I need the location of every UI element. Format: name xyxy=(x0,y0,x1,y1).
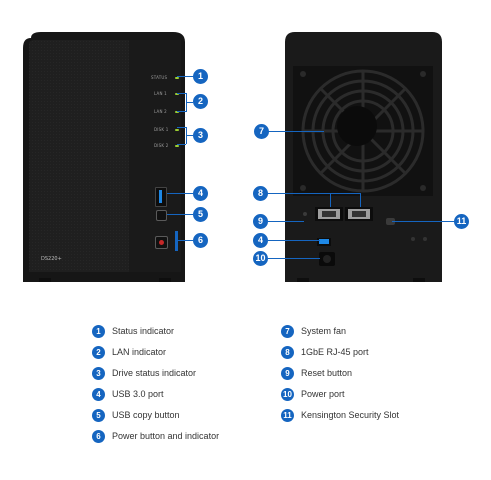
front-device: STATUS LAN 1 LAN 2 DISK 1 DISK 2 DS220+ xyxy=(23,32,185,282)
rear-device xyxy=(285,32,442,282)
rear-device-body xyxy=(285,32,442,282)
callout-badge-4-rear: 4 xyxy=(253,233,268,248)
legend-label: Drive status indicator xyxy=(112,368,197,378)
callout-line-6 xyxy=(178,240,193,241)
legend-number: 11 xyxy=(281,408,294,422)
callout-line-8b xyxy=(360,193,361,207)
disk2-led xyxy=(175,145,179,147)
callout-line-8a xyxy=(330,193,331,207)
callout-line-1 xyxy=(177,76,193,77)
legend-item-10: 10 Power port xyxy=(281,386,345,402)
lan2-led xyxy=(175,111,179,113)
callout-badge-5: 5 xyxy=(193,207,208,222)
callout-line-5 xyxy=(167,214,193,215)
callout-line-8-bar2 xyxy=(330,193,361,194)
callout-line-3c xyxy=(186,135,193,136)
legend-item-4: 4 USB 3.0 port xyxy=(92,386,164,402)
legend-number: 9 xyxy=(281,366,294,380)
legend-number: 10 xyxy=(281,387,294,401)
legend-label: USB 3.0 port xyxy=(112,389,164,399)
callout-line-11 xyxy=(392,221,454,222)
legend-item-3: 3 Drive status indicator xyxy=(92,365,196,381)
legend-label: 1GbE RJ-45 port xyxy=(301,347,369,357)
legend-item-9: 9 Reset button xyxy=(281,365,352,381)
callout-line-4 xyxy=(167,193,193,194)
callout-badge-1: 1 xyxy=(193,69,208,84)
callout-line-10 xyxy=(268,258,320,259)
model-label: DS220+ xyxy=(41,256,62,262)
callout-line-8-bar xyxy=(267,193,330,194)
legend-number: 6 xyxy=(92,429,105,443)
disk1-led xyxy=(175,129,179,131)
legend-label: System fan xyxy=(301,326,347,336)
callout-badge-4: 4 xyxy=(193,186,208,201)
callout-line-4-rear xyxy=(268,240,320,241)
legend-item-6: 6 Power button and indicator xyxy=(92,428,219,444)
callout-badge-10: 10 xyxy=(253,251,268,266)
lan1-label: LAN 1 xyxy=(154,91,167,96)
callout-line-3a xyxy=(177,127,186,128)
callout-badge-7: 7 xyxy=(254,124,269,139)
lan1-led xyxy=(175,93,179,95)
legend-label: Power port xyxy=(301,389,345,399)
disk1-label: DISK 1 xyxy=(154,127,169,132)
callout-line-2a xyxy=(177,93,186,94)
callout-bracket-6 xyxy=(175,231,178,251)
callout-line-2c xyxy=(186,102,193,103)
disk2-label: DISK 2 xyxy=(154,143,169,148)
legend-label: Kensington Security Slot xyxy=(301,410,400,420)
legend-number: 5 xyxy=(92,408,105,422)
callout-badge-9: 9 xyxy=(253,214,268,229)
lan2-label: LAN 2 xyxy=(154,109,167,114)
legend-label: Reset button xyxy=(301,368,353,378)
legend-number: 8 xyxy=(281,345,294,359)
legend-item-5: 5 USB copy button xyxy=(92,407,180,423)
legend-label: LAN indicator xyxy=(112,347,167,357)
legend-label: Power button and indicator xyxy=(112,431,220,441)
status-label: STATUS xyxy=(151,75,168,80)
legend-number: 2 xyxy=(92,345,105,359)
legend-number: 4 xyxy=(92,387,105,401)
power-button[interactable] xyxy=(155,236,168,249)
callout-line-7 xyxy=(268,131,324,132)
legend-item-8: 8 1GbE RJ-45 port xyxy=(281,344,369,360)
callout-badge-2: 2 xyxy=(193,94,208,109)
status-led xyxy=(175,77,179,79)
callout-badge-8: 8 xyxy=(253,186,268,201)
usb-copy-button[interactable] xyxy=(156,210,167,221)
legend-number: 1 xyxy=(92,324,105,338)
legend-item-1: 1 Status indicator xyxy=(92,323,174,339)
callout-line-3b xyxy=(177,144,186,145)
legend-number: 3 xyxy=(92,366,105,380)
callout-badge-3: 3 xyxy=(193,128,208,143)
legend-item-7: 7 System fan xyxy=(281,323,346,339)
legend-item-2: 2 LAN indicator xyxy=(92,344,166,360)
legend-label: Status indicator xyxy=(112,326,175,336)
callout-line-9 xyxy=(268,221,304,222)
legend-label: USB copy button xyxy=(112,410,180,420)
callout-badge-6: 6 xyxy=(193,233,208,248)
usb-port xyxy=(155,187,167,207)
front-device-body xyxy=(23,32,185,282)
callout-line-2b xyxy=(177,111,186,112)
callout-badge-11: 11 xyxy=(454,214,469,229)
legend-item-11: 11 Kensington Security Slot xyxy=(281,407,399,423)
legend-number: 7 xyxy=(281,324,294,338)
